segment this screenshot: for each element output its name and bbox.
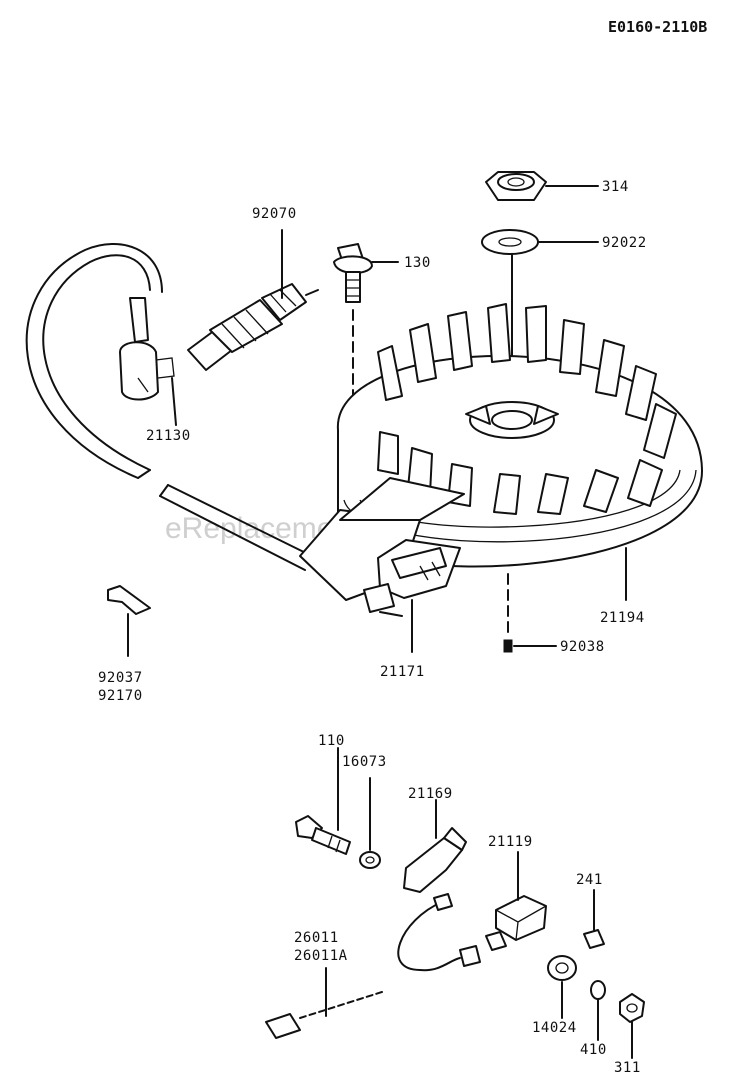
nut-311 bbox=[619, 993, 645, 1059]
part-label-92170: 92170 bbox=[98, 688, 143, 704]
part-label-92022: 92022 bbox=[602, 235, 647, 251]
diagram-code: E0160-2110B bbox=[608, 18, 707, 36]
part-label-410: 410 bbox=[580, 1042, 607, 1058]
washer-16073 bbox=[359, 777, 381, 869]
part-label-21171: 21171 bbox=[380, 664, 425, 680]
bracket-21169 bbox=[403, 799, 467, 893]
part-label-130: 130 bbox=[404, 255, 431, 271]
wire-26011 bbox=[265, 893, 481, 1039]
part-label-26011: 26011 bbox=[294, 930, 339, 946]
spark-plug-lead bbox=[25, 243, 321, 571]
part-label-21130: 21130 bbox=[146, 428, 191, 444]
washer-410 bbox=[590, 980, 606, 1041]
part-label-241: 241 bbox=[576, 872, 603, 888]
nut-314 bbox=[485, 171, 599, 201]
part-label-92037: 92037 bbox=[98, 670, 143, 686]
part-label-26011a: 26011A bbox=[294, 948, 348, 964]
screw-241 bbox=[583, 889, 605, 949]
part-label-21194: 21194 bbox=[600, 610, 645, 626]
bolt-130 bbox=[333, 243, 399, 491]
screw-92038 bbox=[503, 573, 557, 653]
part-label-92070: 92070 bbox=[252, 206, 297, 222]
plug-cap-21130 bbox=[119, 297, 177, 426]
collar-14024 bbox=[547, 955, 577, 1019]
switch-21119 bbox=[485, 851, 547, 951]
ignition-coil-21171 bbox=[299, 477, 465, 653]
washer-92022 bbox=[481, 229, 599, 421]
part-label-21119: 21119 bbox=[488, 834, 533, 850]
part-label-110: 110 bbox=[318, 733, 345, 749]
part-label-314: 314 bbox=[602, 179, 629, 195]
part-label-92038: 92038 bbox=[560, 639, 605, 655]
clip-92037 bbox=[107, 585, 151, 657]
spark-plug-92070 bbox=[187, 229, 319, 371]
part-label-14024: 14024 bbox=[532, 1020, 577, 1036]
part-label-311: 311 bbox=[614, 1060, 641, 1076]
part-label-21169: 21169 bbox=[408, 786, 453, 802]
part-label-16073: 16073 bbox=[342, 754, 387, 770]
bolt-110 bbox=[295, 747, 351, 855]
